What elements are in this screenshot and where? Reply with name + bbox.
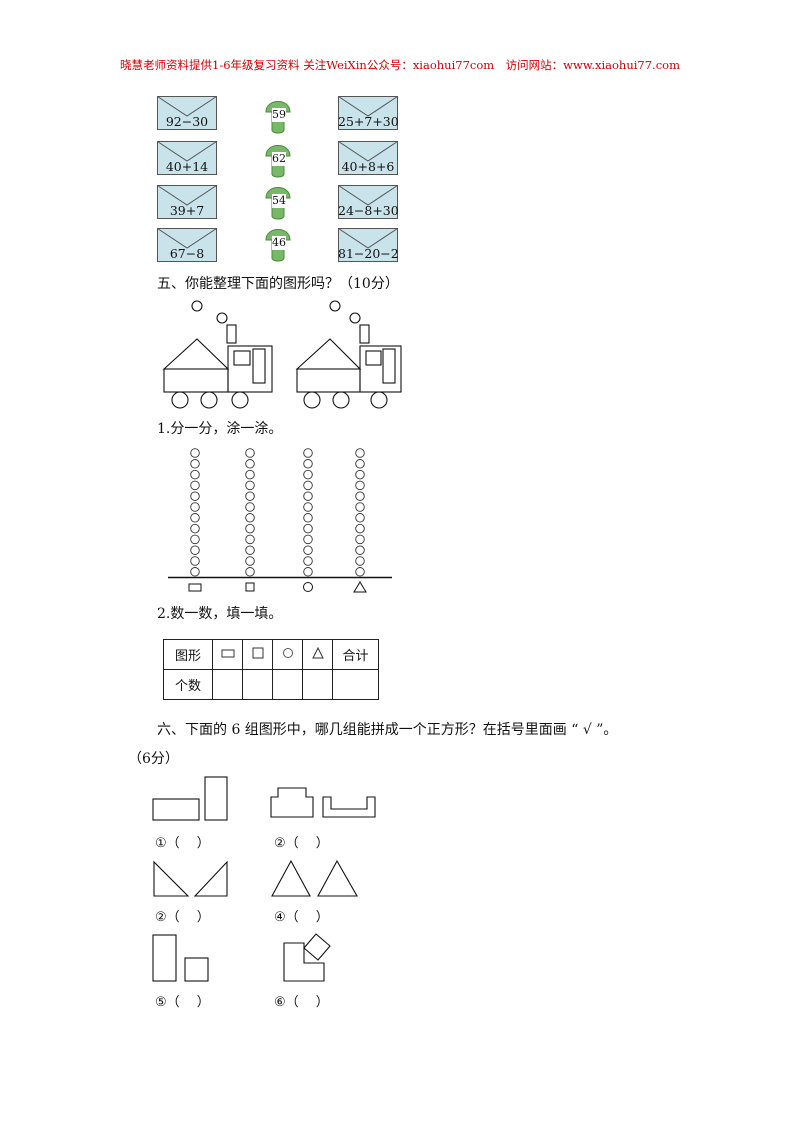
circle-icon bbox=[282, 647, 293, 658]
table-row-label: 图形 bbox=[163, 639, 213, 670]
answer-cell[interactable] bbox=[212, 669, 243, 700]
table-header-cell bbox=[302, 639, 333, 670]
envelope-right-1: 25+7+30 bbox=[338, 96, 399, 130]
envelope-label: 39+7 bbox=[169, 203, 205, 218]
envelope-left-2: 40+14 bbox=[157, 141, 217, 175]
mushroom-label: 54 bbox=[272, 194, 286, 208]
envelope-label: 81−20−2 bbox=[338, 246, 399, 261]
table-row-label: 个数 bbox=[163, 669, 213, 700]
section-5-q1: 1.分一分，涂一涂。 bbox=[157, 421, 283, 437]
answer-cell[interactable] bbox=[242, 669, 273, 700]
answer-option-1[interactable]: ①（ ） bbox=[155, 836, 210, 851]
table-header-cell bbox=[272, 639, 303, 670]
rectangle-icon bbox=[221, 649, 234, 658]
envelope-label: 40+8+6 bbox=[341, 159, 395, 174]
envelope-label: 40+14 bbox=[165, 159, 209, 174]
train-figures bbox=[162, 300, 402, 409]
envelope-right-3: 24−8+30 bbox=[338, 185, 399, 219]
section-5-heading: 五、你能整理下面的图形吗？（10分） bbox=[157, 276, 399, 292]
envelope-left-4: 67−8 bbox=[157, 228, 217, 262]
envelope-left-1: 92−30 bbox=[157, 96, 217, 130]
envelope-label: 92−30 bbox=[165, 114, 209, 129]
table-row: 图形 合计 bbox=[163, 639, 379, 670]
answer-cell[interactable] bbox=[302, 669, 333, 700]
answer-option-3[interactable]: ②（ ） bbox=[155, 910, 210, 925]
section-6-heading-score: （6分） bbox=[128, 751, 179, 767]
count-table: 图形 合计 个数 bbox=[163, 639, 379, 700]
answer-option-2[interactable]: ②（ ） bbox=[274, 836, 329, 851]
figure-group-5 bbox=[152, 934, 209, 982]
answer-cell[interactable] bbox=[332, 669, 379, 700]
figure-group-1 bbox=[152, 776, 228, 821]
triangle-icon bbox=[311, 646, 324, 658]
matching-exercise: 92−30 40+14 39+7 67−8 59 62 54 46 bbox=[0, 0, 800, 270]
envelope-label: 67−8 bbox=[169, 246, 205, 261]
envelope-label: 24−8+30 bbox=[338, 203, 399, 218]
mushroom-label: 62 bbox=[272, 152, 286, 166]
shape-tally-chart bbox=[168, 448, 392, 593]
figure-group-3 bbox=[153, 860, 228, 897]
envelope-left-3: 39+7 bbox=[157, 185, 217, 219]
table-header-cell bbox=[212, 639, 243, 670]
answer-option-5[interactable]: ⑤（ ） bbox=[155, 995, 210, 1010]
table-header-cell bbox=[242, 639, 273, 670]
figure-group-2 bbox=[270, 787, 376, 818]
answer-option-6[interactable]: ⑥（ ） bbox=[274, 995, 329, 1010]
envelope-right-4: 81−20−2 bbox=[338, 228, 399, 262]
table-total-header: 合计 bbox=[332, 639, 379, 670]
envelope-right-2: 40+8+6 bbox=[338, 141, 398, 175]
envelope-label: 25+7+30 bbox=[338, 114, 399, 129]
table-row: 个数 bbox=[163, 669, 379, 700]
answer-option-4[interactable]: ④（ ） bbox=[274, 910, 329, 925]
square-icon bbox=[252, 647, 263, 658]
figure-group-4 bbox=[271, 859, 358, 897]
figure-group-6 bbox=[283, 933, 331, 982]
mushroom-label: 59 bbox=[272, 108, 286, 122]
mushroom-label: 46 bbox=[272, 236, 286, 250]
mushroom-4: 46 bbox=[264, 224, 292, 264]
section-6-heading: 六、下面的 6 组图形中，哪几组能拼成一个正方形？在括号里面画 “ √ ”。 bbox=[157, 722, 618, 738]
mushroom-1: 59 bbox=[264, 96, 292, 136]
mushroom-2: 62 bbox=[264, 140, 292, 180]
mushroom-3: 54 bbox=[264, 182, 292, 222]
section-5-q2: 2.数一数，填一填。 bbox=[157, 606, 283, 622]
page-header: 晓慧老师资料提供1-6年级复习资料 关注WeiXin公众号：xiaohui77c… bbox=[120, 58, 680, 72]
answer-cell[interactable] bbox=[272, 669, 303, 700]
